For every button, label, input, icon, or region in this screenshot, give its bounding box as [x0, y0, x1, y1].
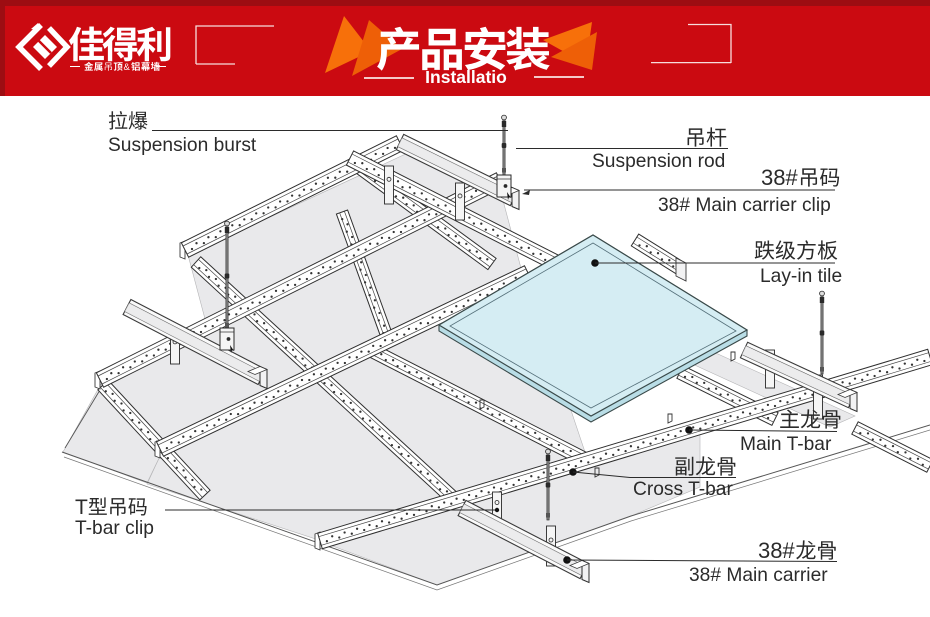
- svg-text:8: 8: [770, 538, 782, 563]
- svg-text:T-bar clip: T-bar clip: [75, 518, 154, 539]
- svg-text:3: 3: [758, 538, 770, 563]
- svg-text:&: &: [124, 62, 131, 73]
- svg-text:3: 3: [761, 165, 773, 190]
- svg-text:Main T-bar: Main T-bar: [740, 434, 832, 455]
- svg-text:8: 8: [773, 165, 785, 190]
- svg-text:Installatio: Installatio: [425, 67, 507, 87]
- svg-text:Lay-in tile: Lay-in tile: [760, 266, 842, 287]
- svg-text:Suspension burst: Suspension burst: [108, 135, 257, 156]
- svg-text:#: #: [785, 165, 798, 190]
- svg-text:38# Main carrier clip: 38# Main carrier clip: [658, 195, 831, 216]
- svg-text:#: #: [782, 538, 795, 563]
- svg-text:38# Main carrier: 38# Main carrier: [689, 565, 828, 586]
- svg-text:Cross T-bar: Cross T-bar: [633, 479, 733, 500]
- svg-text:Suspension rod: Suspension rod: [592, 151, 725, 172]
- svg-text:T: T: [75, 496, 88, 519]
